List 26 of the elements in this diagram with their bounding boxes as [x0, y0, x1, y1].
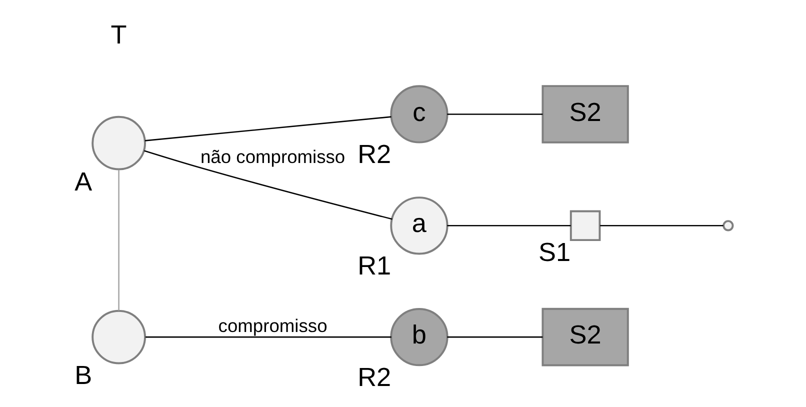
edge-label: compromisso: [218, 315, 327, 336]
node-box: S2: [541, 308, 628, 366]
node-label: S1: [538, 237, 570, 268]
connector: [144, 150, 392, 220]
node-box: S2: [541, 85, 628, 144]
connector: [144, 116, 391, 142]
node-label: R1: [357, 250, 391, 280]
node-label: B: [74, 360, 92, 390]
connector: [600, 225, 723, 226]
label: T: [110, 19, 126, 50]
node-circle: c: [390, 85, 448, 144]
node-box: [569, 210, 600, 242]
connector: [145, 336, 391, 338]
node-label: A: [74, 166, 92, 196]
edge-label: não compromisso: [200, 146, 345, 167]
node-circle: b: [390, 308, 448, 366]
node-circle: [722, 220, 734, 232]
node-circle: [91, 116, 146, 170]
connector: [446, 114, 542, 115]
node-label: R2: [357, 362, 391, 392]
connector: [118, 170, 119, 311]
node-circle: a: [390, 196, 448, 255]
connector: [446, 225, 570, 226]
node-label: R2: [357, 139, 391, 170]
node-circle: [91, 310, 146, 364]
connector: [446, 336, 542, 338]
